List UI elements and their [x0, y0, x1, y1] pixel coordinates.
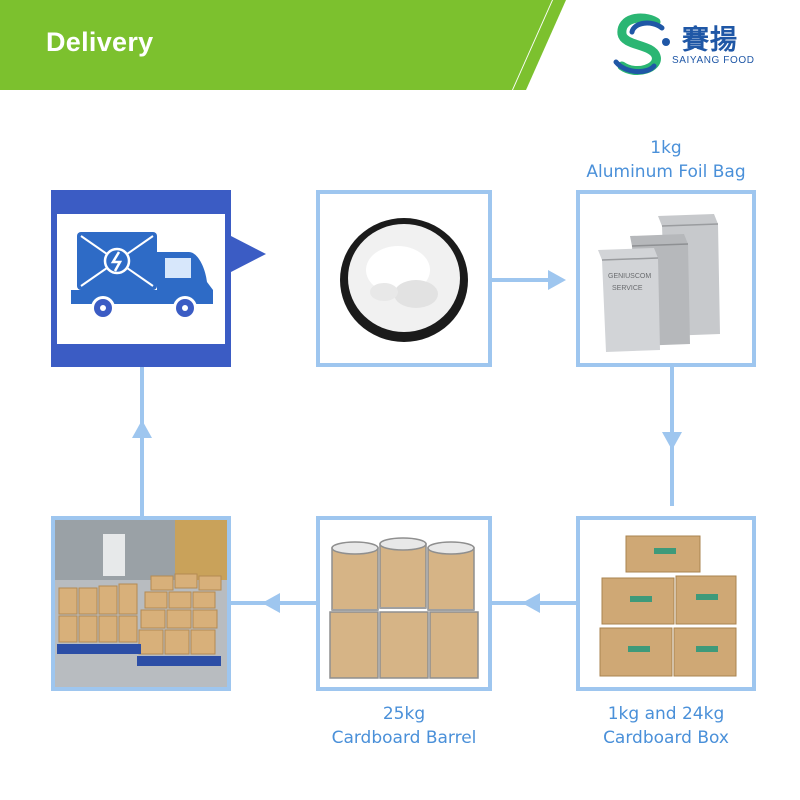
logo-english-text: SAIYANG FOOD	[672, 55, 755, 66]
delivery-truck-icon	[57, 214, 225, 344]
step-cardboard-barrel	[316, 516, 492, 691]
logo-chinese-text: 賽揚	[682, 25, 738, 56]
step-foil-bag: GENIUSCOM SERVICE	[576, 190, 756, 367]
caption-foil-bag-weight: 1kg	[650, 138, 682, 158]
header-bar: Delivery 賽揚 SAIYANG FOOD	[0, 0, 800, 90]
foil-bag-print-2: SERVICE	[612, 285, 643, 292]
cardboard-barrels-image	[329, 537, 479, 679]
caption-cardboard-box: 1kg and 24kg Cardboard Box	[566, 702, 766, 750]
palletized-warehouse-image	[55, 520, 227, 687]
logo-s-mark-icon	[613, 13, 670, 75]
caption-box-weight: 1kg and 24kg	[607, 704, 725, 724]
step-cardboard-box	[576, 516, 756, 691]
caption-cardboard-barrel: 25kg Cardboard Barrel	[304, 702, 504, 750]
header-green-band	[0, 0, 566, 90]
caption-barrel-label: Cardboard Barrel	[331, 728, 477, 748]
stacked-cardboard-boxes-image	[599, 535, 737, 677]
saiyang-food-logo: 賽揚 SAIYANG FOOD	[612, 12, 787, 78]
caption-foil-bag: 1kg Aluminum Foil Bag	[566, 136, 766, 184]
caption-barrel-weight: 25kg	[382, 704, 426, 724]
aluminum-foil-bags-image: GENIUSCOM SERVICE	[598, 214, 720, 352]
step-powder	[316, 190, 492, 367]
caption-box-label: Cardboard Box	[603, 728, 729, 748]
step-truck	[51, 190, 231, 367]
foil-bag-print-1: GENIUSCOM	[608, 273, 651, 280]
white-powder-bowl-image	[340, 218, 468, 342]
page-title: Delivery	[46, 27, 154, 57]
caption-foil-bag-label: Aluminum Foil Bag	[586, 162, 746, 182]
step-warehouse	[51, 516, 231, 691]
truck-box-pointer	[231, 236, 266, 272]
